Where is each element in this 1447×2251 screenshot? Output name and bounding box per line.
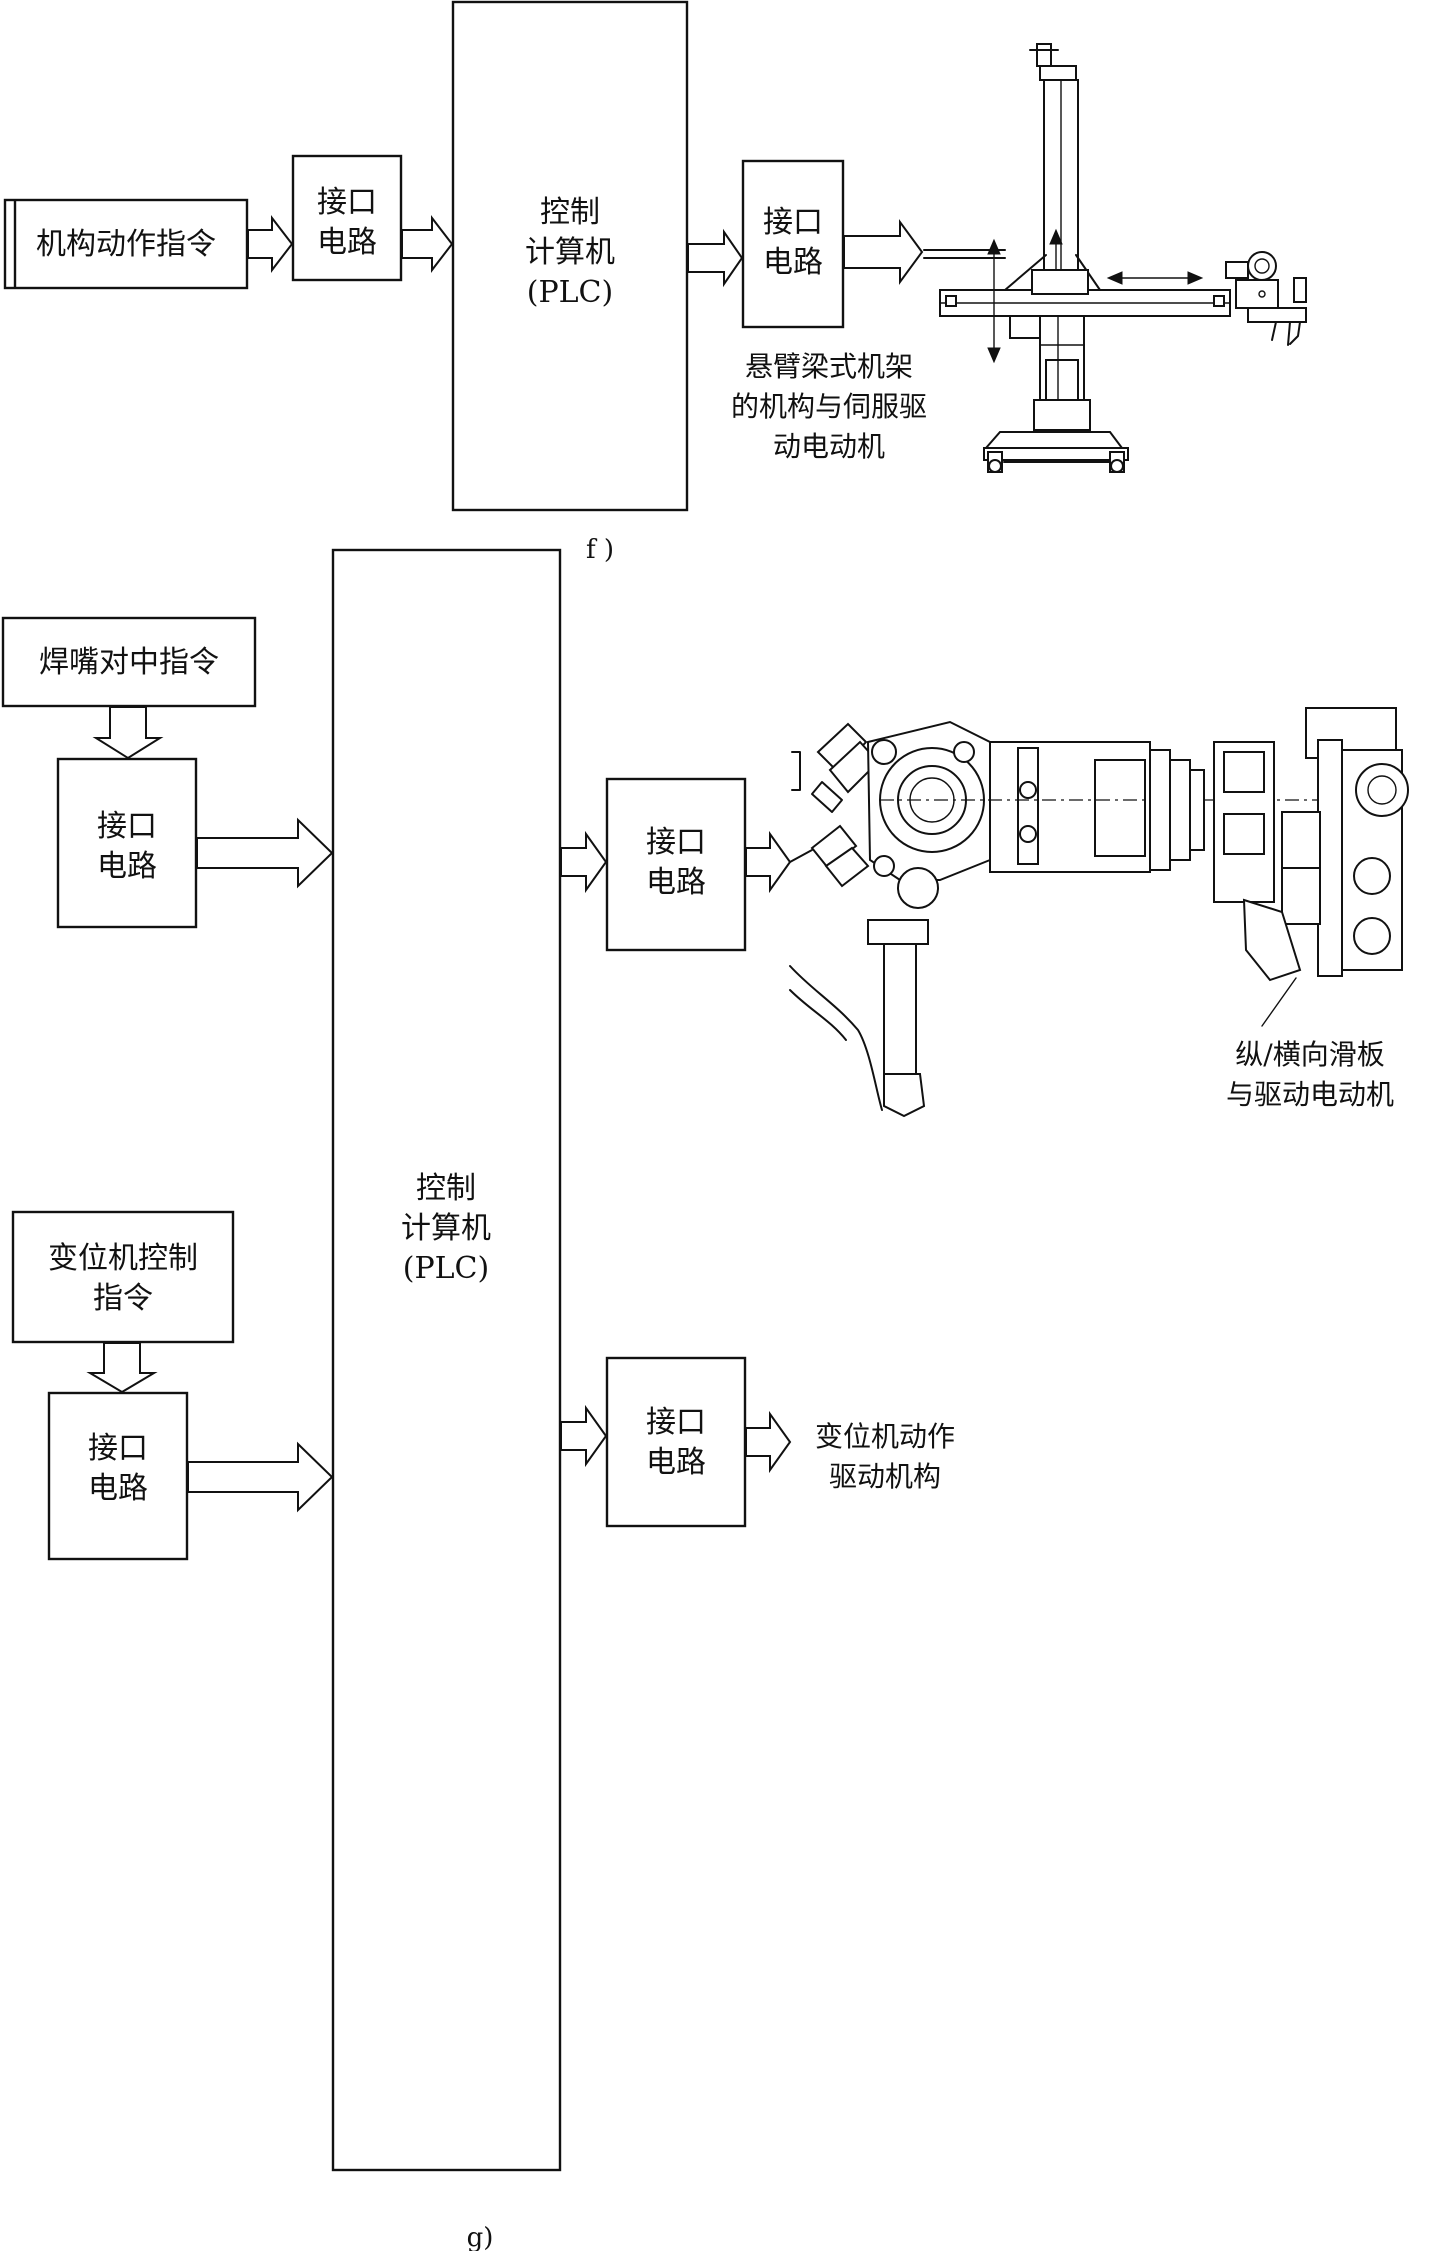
f-interface-out-box	[741, 159, 845, 329]
g-interface-torch-in-line1: 接口	[97, 809, 157, 844]
f-interface-out-line2: 电路	[763, 245, 823, 280]
f-interface-in-box	[291, 154, 403, 282]
g-interface-positioner-in-line2: 电路	[88, 1471, 148, 1506]
g-interface-slide-out-box	[605, 777, 747, 952]
g-positioner-command-box	[11, 1210, 235, 1344]
g-figure-caption: g)	[467, 2223, 494, 2251]
g-interface-positioner-out-line1: 接口	[646, 1405, 706, 1440]
f-mechanism-caption-line2: 的机构与伺服驱	[731, 390, 927, 423]
g-slide-caption-line2: 与驱动电动机	[1226, 1078, 1394, 1111]
g-interface-slide-out-line1: 接口	[646, 825, 706, 860]
f-mechanism-caption-line3: 动电动机	[773, 430, 885, 463]
g-interface-torch-in-line2: 电路	[97, 849, 157, 884]
f-interface-out-line1: 接口	[763, 205, 823, 240]
g-interface-positioner-in-box	[47, 1391, 189, 1561]
f-mechanism-caption-line1: 悬臂梁式机架	[745, 350, 913, 383]
g-positioner-command-line2: 指令	[93, 1281, 153, 1316]
f-interface-in-line1: 接口	[317, 185, 377, 220]
f-command-box	[3, 198, 249, 290]
f-arrow-plc-to-interface	[687, 228, 744, 288]
f-command-text: 机构动作指令	[36, 227, 216, 262]
f-figure-caption: f )	[586, 535, 614, 565]
g-arrow-positioner-interface-to-drive	[745, 1410, 792, 1474]
g-positioner-caption-line1: 变位机动作	[815, 1420, 955, 1453]
figure-g: 焊嘴对中指令 接口 电路 变位机控制 指令 接口 电路 控制 计算机 (PLC)…	[1, 548, 1409, 2251]
f-arrow-command-to-interface	[247, 215, 294, 273]
g-torch-command-text: 焊嘴对中指令	[39, 645, 219, 680]
g-arrow-plc-to-slide-interface	[560, 830, 608, 894]
g-controller-line3: (PLC)	[403, 1251, 489, 1286]
figure-f: 机构动作指令 接口 电路 控制 计算机 (PLC) 接口 电路 悬臂梁式机架 的…	[3, 0, 1307, 565]
f-controller-line1: 控制	[540, 195, 600, 230]
g-torch-command-box	[1, 616, 257, 708]
g-slide-caption-line1: 纵/横向滑板	[1235, 1038, 1384, 1071]
g-arrow-positioner-command-down	[86, 1342, 158, 1394]
cantilever-boom-mechanism-drawing	[923, 43, 1307, 473]
g-arrow-slide-interface-to-mechanism	[745, 830, 792, 894]
g-positioner-caption-line2: 驱动机构	[829, 1460, 941, 1493]
g-interface-slide-out-line2: 电路	[646, 865, 706, 900]
f-controller-line2: 计算机	[525, 235, 615, 270]
f-controller-line3: (PLC)	[527, 275, 613, 310]
f-controller-box	[451, 0, 689, 512]
f-interface-in-line2: 电路	[317, 225, 377, 260]
slide-mechanism-drawing	[789, 707, 1409, 1118]
g-arrow-positioner-interface-to-plc	[187, 1441, 334, 1513]
g-arrow-plc-to-positioner-interface	[560, 1404, 608, 1468]
g-interface-positioner-out-line2: 电路	[646, 1445, 706, 1480]
g-arrow-torch-interface-to-plc	[196, 817, 334, 889]
g-controller-line1: 控制	[416, 1171, 476, 1206]
f-arrow-interface-to-mechanism	[843, 218, 924, 286]
g-arrow-torch-command-down	[92, 706, 164, 760]
g-interface-torch-in-box	[56, 757, 198, 929]
g-interface-positioner-out-box	[605, 1356, 747, 1528]
g-positioner-command-line1: 变位机控制	[48, 1241, 198, 1276]
g-interface-positioner-in-line1: 接口	[88, 1431, 148, 1466]
g-controller-line2: 计算机	[401, 1211, 491, 1246]
g-controller-box	[331, 548, 562, 2172]
f-arrow-interface-to-plc	[401, 215, 454, 273]
